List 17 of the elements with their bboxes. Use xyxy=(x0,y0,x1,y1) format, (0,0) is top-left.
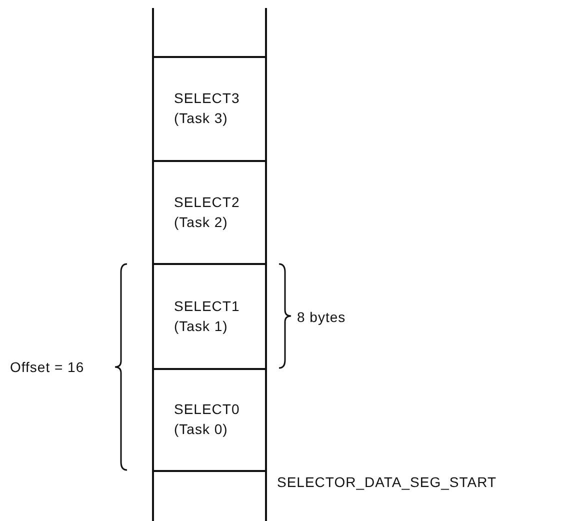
task-label: (Task 1) xyxy=(174,318,228,334)
selector-name: SELECT0 xyxy=(174,401,240,417)
address-label: SELECTOR_DATA_SEG_START xyxy=(277,474,496,490)
memory-cell xyxy=(152,470,267,521)
memory-cell xyxy=(152,368,267,472)
task-label: (Task 3) xyxy=(174,110,228,126)
selector-name: SELECT2 xyxy=(174,194,240,210)
memory-cell xyxy=(152,263,267,370)
task-label: (Task 2) xyxy=(174,214,228,230)
task-label: (Task 0) xyxy=(174,421,228,437)
offset-label: Offset = 16 xyxy=(10,359,84,375)
selector-name: SELECT1 xyxy=(174,298,240,314)
memory-cell xyxy=(152,56,267,162)
memory-cell xyxy=(152,8,267,56)
memory-cell xyxy=(152,160,267,265)
size-label: 8 bytes xyxy=(297,309,346,325)
selector-name: SELECT3 xyxy=(174,90,240,106)
